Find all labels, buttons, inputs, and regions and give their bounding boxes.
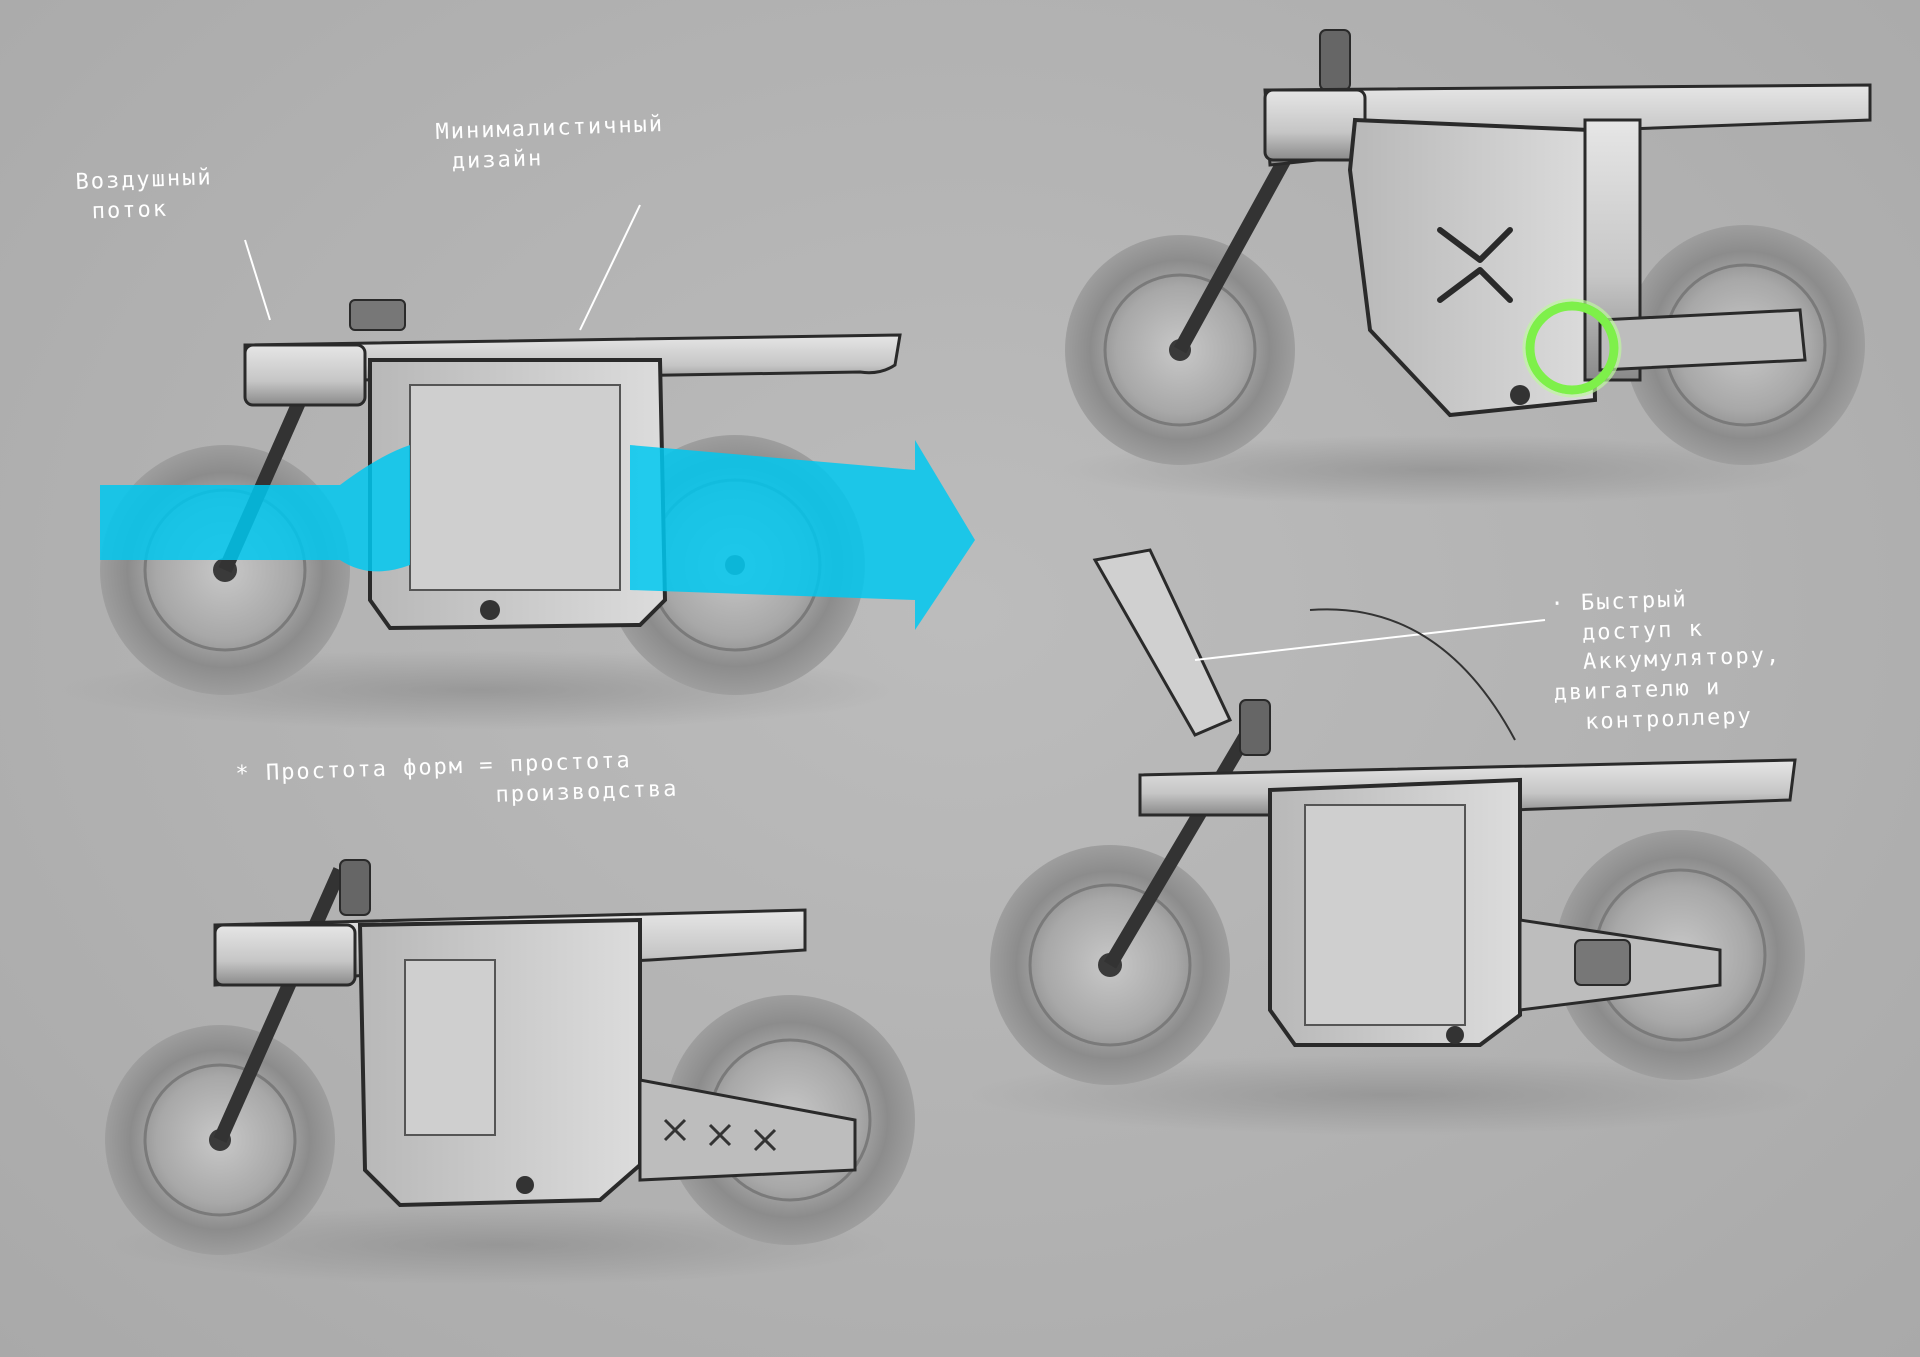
- highlight-ring: [1525, 301, 1619, 395]
- bike-sketch-airflow: [60, 299, 975, 730]
- airflow-arrow: [100, 445, 410, 572]
- note-minimal-design: Минималистичный дизайн: [435, 112, 665, 175]
- bike-sketch-open-lid: [970, 548, 1810, 1135]
- bike-sketch-side-top-right: [1060, 29, 1872, 505]
- annotation-lines: [244, 204, 1546, 741]
- note-quick-access: · Быстрый доступ к Аккумулятору, двигате…: [1550, 587, 1782, 736]
- bike-sketch-bottom-left: [105, 859, 915, 1285]
- note-airflow: Воздушный поток: [75, 165, 214, 225]
